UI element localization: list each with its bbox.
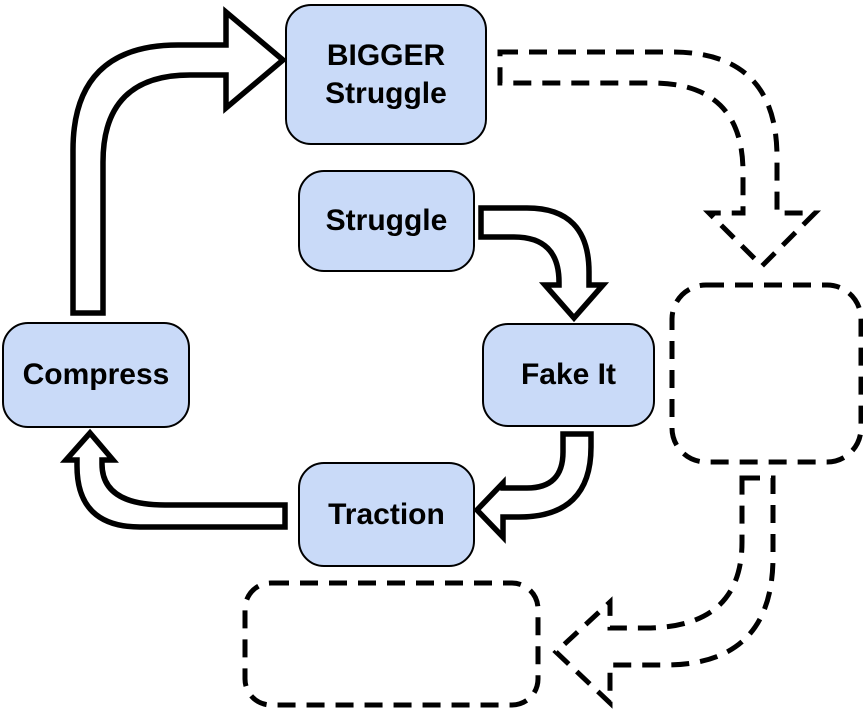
node-struggle-label: Struggle [325, 204, 448, 237]
node-traction: Traction [298, 462, 475, 567]
node-fake-it-label: Fake It [520, 358, 617, 391]
node-bigger-struggle: BIGGER Struggle [285, 4, 487, 145]
arrow-bigger-struggle-to-placeholder-right [497, 49, 822, 270]
placeholder-node-bottom [242, 580, 541, 708]
placeholder-node-right [669, 282, 863, 465]
node-struggle: Struggle [298, 170, 475, 272]
node-compress: Compress [2, 322, 190, 428]
node-bigger-struggle-label-line2: Struggle [325, 76, 447, 110]
arrow-placeholder-right-to-placeholder-bottom [552, 475, 776, 709]
node-fake-it: Fake It [482, 323, 655, 427]
arrow-struggle-to-fake-it [478, 205, 610, 323]
node-bigger-struggle-label-line1: BIGGER [326, 38, 446, 72]
arrow-traction-to-compress [59, 428, 288, 530]
arrow-compress-to-bigger-struggle [70, 6, 288, 316]
node-compress-label: Compress [22, 358, 170, 391]
arrow-fake-it-to-traction [473, 431, 594, 544]
node-traction-label: Traction [328, 497, 445, 531]
